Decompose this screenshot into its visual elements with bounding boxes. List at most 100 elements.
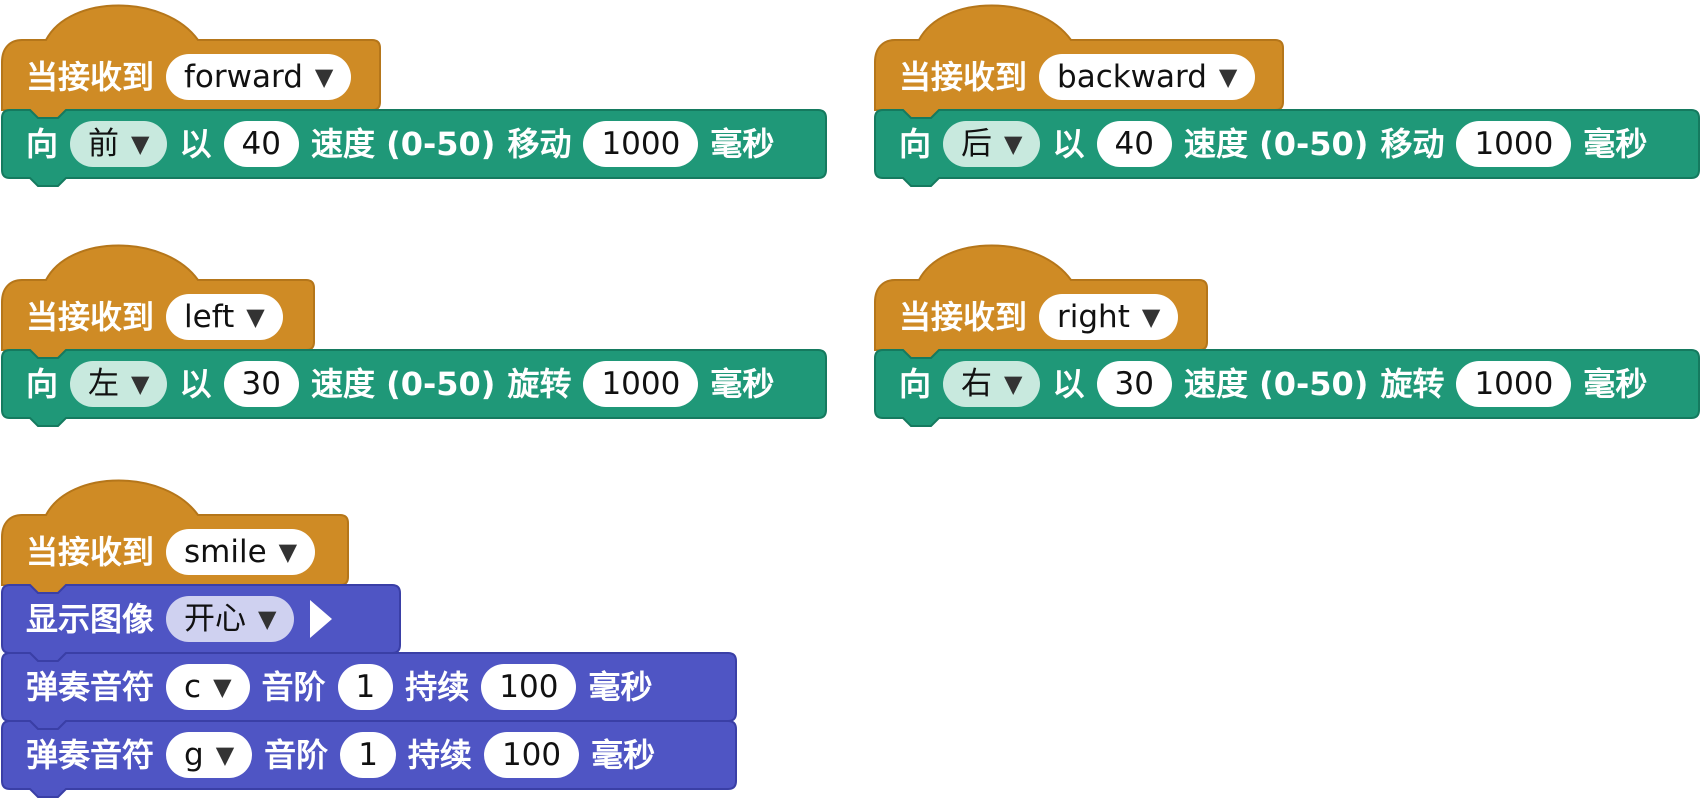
duration-input[interactable]: 100 [481,664,577,710]
play-note-row: 弹奏音符 c ▼ 音阶 1 持续 100 毫秒 [0,653,652,721]
image-value: 开心 [184,600,247,637]
hat-row: 当接收到 left ▼ [0,283,283,351]
direction-label: 向 [899,125,932,163]
duration-input[interactable]: 1000 [1456,361,1572,407]
action-label: 移动 [507,125,572,163]
direction-value: 左 [88,365,120,402]
speed-label: 以 [179,365,212,403]
dropdown-arrow-icon: ▼ [258,605,277,633]
speed-label: 以 [1052,365,1085,403]
move-row: 向 后 ▼ 以 40 速度 (0-50) 移动 1000 毫秒 [873,110,1647,178]
dropdown-arrow-icon: ▼ [1004,370,1023,398]
note-dropdown[interactable]: c ▼ [166,664,250,710]
direction-value: 右 [961,365,993,402]
direction-value: 后 [961,125,993,162]
direction-value: 前 [88,125,120,162]
dropdown-arrow-icon: ▼ [131,130,150,158]
direction-dropdown[interactable]: 后 ▼ [943,121,1041,167]
speed-unit-label: 速度 (0-50) [1183,365,1369,403]
time-unit-label: 毫秒 [1583,365,1648,403]
message-dropdown[interactable]: backward ▼ [1039,54,1256,100]
time-unit-label: 毫秒 [710,365,775,403]
hat-label: 当接收到 [899,58,1028,96]
duration-input[interactable]: 1000 [583,121,699,167]
script-right[interactable]: 当接收到 right ▼ 向 右 ▼ 以 30 速度 (0-50) 旋转 100… [873,240,1701,470]
duration-input[interactable]: 1000 [583,361,699,407]
direction-label: 向 [26,365,59,403]
speed-input[interactable]: 40 [223,121,299,167]
hat-label: 当接收到 [26,298,155,336]
time-unit-label: 毫秒 [710,125,775,163]
speed-label: 以 [1052,125,1085,163]
direction-label: 向 [899,365,932,403]
speed-unit-label: 速度 (0-50) [1183,125,1369,163]
show-image-row: 显示图像 开心 ▼ [0,585,333,653]
hat-row: 当接收到 forward ▼ [0,43,352,111]
message-dropdown[interactable]: smile ▼ [166,529,316,575]
dropdown-arrow-icon: ▼ [215,741,235,769]
speed-unit-label: 速度 (0-50) [310,365,496,403]
octave-label: 音阶 [264,736,329,774]
dropdown-arrow-icon: ▼ [278,538,298,566]
direction-dropdown[interactable]: 右 ▼ [943,361,1041,407]
message-dropdown[interactable]: right ▼ [1039,294,1179,340]
note-dropdown[interactable]: g ▼ [166,732,253,778]
move-row: 向 左 ▼ 以 30 速度 (0-50) 旋转 1000 毫秒 [0,350,774,418]
speed-input[interactable]: 30 [223,361,299,407]
direction-dropdown[interactable]: 前 ▼ [70,121,168,167]
octave-input[interactable]: 1 [340,732,396,778]
dropdown-arrow-icon: ▼ [131,370,150,398]
hat-label: 当接收到 [26,533,155,571]
hat-label: 当接收到 [899,298,1028,336]
message-value: smile [184,533,267,570]
hat-row: 当接收到 backward ▼ [873,43,1256,111]
play-note-label: 弹奏音符 [26,668,155,706]
octave-input[interactable]: 1 [337,664,394,710]
direction-dropdown[interactable]: 左 ▼ [70,361,168,407]
dropdown-arrow-icon: ▼ [1004,130,1023,158]
play-note-row: 弹奏音符 g ▼ 音阶 1 持续 100 毫秒 [0,721,655,789]
dropdown-arrow-icon: ▼ [246,303,265,331]
dropdown-arrow-icon: ▼ [213,673,232,701]
duration-label: 持续 [405,668,470,706]
dropdown-arrow-icon: ▼ [1218,63,1238,91]
move-row: 向 前 ▼ 以 40 速度 (0-50) 移动 1000 毫秒 [0,110,774,178]
message-dropdown[interactable]: forward ▼ [166,54,352,100]
note-value: g [184,736,204,773]
direction-label: 向 [26,125,59,163]
script-left[interactable]: 当接收到 left ▼ 向 左 ▼ 以 30 速度 (0-50) 旋转 1000… [0,240,840,470]
message-value: backward [1057,58,1207,95]
script-smile[interactable]: 当接收到 smile ▼ 显示图像 开心 ▼ 弹奏音符 c ▼ 音阶 1 持续 … [0,475,840,798]
speed-unit-label: 速度 (0-50) [310,125,496,163]
time-unit-label: 毫秒 [588,668,653,706]
show-image-label: 显示图像 [26,600,155,638]
message-value: right [1057,298,1130,335]
action-label: 移动 [1380,125,1445,163]
duration-label: 持续 [407,736,472,774]
message-value: left [184,298,235,335]
image-dropdown[interactable]: 开心 ▼ [166,596,295,642]
note-value: c [184,668,202,705]
time-unit-label: 毫秒 [591,736,656,774]
speed-input[interactable]: 30 [1096,361,1172,407]
speed-label: 以 [179,125,212,163]
dropdown-arrow-icon: ▼ [314,63,334,91]
time-unit-label: 毫秒 [1583,125,1648,163]
duration-input[interactable]: 1000 [1456,121,1572,167]
expand-arrow-icon[interactable] [310,600,333,638]
hat-label: 当接收到 [26,58,155,96]
octave-label: 音阶 [261,668,326,706]
script-forward[interactable]: 当接收到 forward ▼ 向 前 ▼ 以 40 速度 (0-50) 移动 1… [0,0,840,230]
script-backward[interactable]: 当接收到 backward ▼ 向 后 ▼ 以 40 速度 (0-50) 移动 … [873,0,1701,230]
hat-row: 当接收到 smile ▼ [0,518,316,586]
duration-input[interactable]: 100 [483,732,580,778]
play-note-label: 弹奏音符 [26,736,155,774]
message-dropdown[interactable]: left ▼ [166,294,283,340]
action-label: 旋转 [507,365,572,403]
hat-row: 当接收到 right ▼ [873,283,1179,351]
action-label: 旋转 [1380,365,1445,403]
message-value: forward [184,58,303,95]
move-row: 向 右 ▼ 以 30 速度 (0-50) 旋转 1000 毫秒 [873,350,1647,418]
dropdown-arrow-icon: ▼ [1141,303,1161,331]
speed-input[interactable]: 40 [1096,121,1172,167]
